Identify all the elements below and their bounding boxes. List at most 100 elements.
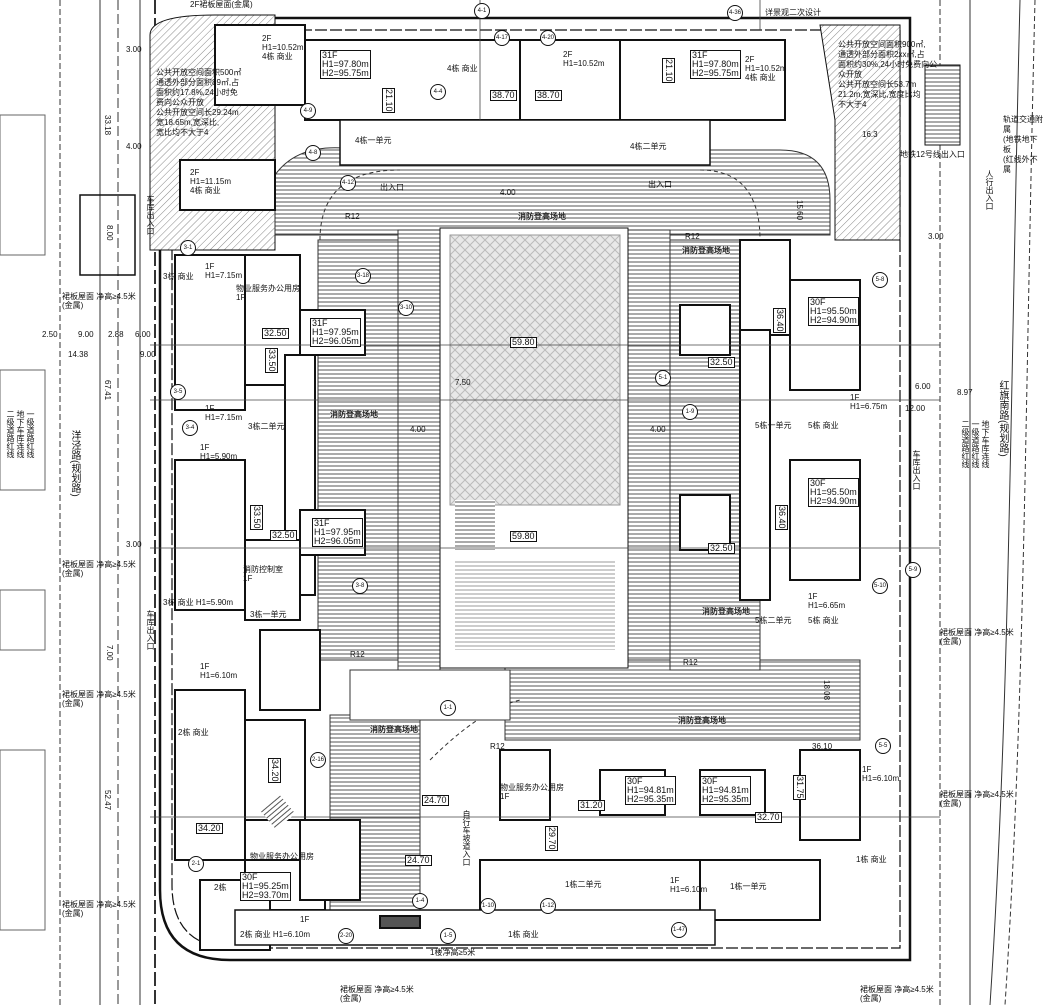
b1-property-office: 物业服务办公用房 1F <box>500 783 564 801</box>
dim-33-18: 33.18 <box>103 115 112 136</box>
axis-bubble: 3-10 <box>398 300 414 316</box>
b2-height-a: 34.20 <box>268 758 281 783</box>
b5-height-s2: 32.50 <box>708 543 735 554</box>
dim-14-38: 14.38 <box>68 350 89 359</box>
b4-unit1-tower: 31F H1=97.80m H2=95.75m <box>320 50 371 79</box>
west-open-space-note: 公共开放空间面积500㎡ 通透外部分面积89㎡,占 面积约17.8%,24小时免… <box>156 68 242 137</box>
landscape-note: 详景观二次设计 <box>765 8 821 17</box>
west-garage-entrance: 车库出入口 <box>146 195 155 235</box>
dim-east-6-00: 6.00 <box>915 382 931 391</box>
east-garage-entrance: 车库出入口 <box>912 450 921 490</box>
canopy-note: 裙板屋面 净高≥4.5米 (金属) <box>62 900 136 918</box>
b4-west-commercial: 2F H1=10.52m 4栋 商业 <box>262 34 304 61</box>
dim-3-00: 3.00 <box>126 45 142 54</box>
east-road-lines-note: 地下车库连线 一级道路红线 二级道路红线 <box>961 420 990 468</box>
canopy-note: 裙板屋面 净高≥4.5米 (金属) <box>62 560 136 578</box>
b1-tower-east: 30F H1=94.81m H2=95.35m <box>700 776 751 805</box>
b1-commercial-east: 1栋 商业 <box>856 855 887 864</box>
court-note: 7.50 <box>455 378 471 387</box>
axis-bubble: 4-8 <box>305 145 321 161</box>
b3-fire-control-room: 消防控制室 1F <box>243 565 283 583</box>
axis-bubble: 2-20 <box>338 928 354 944</box>
fire-lane-label: 消防登高场地 <box>702 607 750 616</box>
dim-3-00-east: 3.00 <box>928 232 944 241</box>
axis-bubble: 1-1 <box>440 700 456 716</box>
axis-bubble: 3-18 <box>355 268 371 284</box>
fire-lane-label: 消防登高场地 <box>518 212 566 221</box>
b3-height-1: 32.50 <box>262 328 289 339</box>
b4-unit2-label: 4栋二单元 <box>630 142 667 151</box>
fire-lane-width: 4.00 <box>500 188 516 197</box>
b3-unit2: 3栋二单元 <box>248 422 285 431</box>
axis-bubble: 4-4 <box>430 84 446 100</box>
axis-bubble: 5-1 <box>655 370 671 386</box>
metro-note: 轨道交通附属 (地铁地下板 (红线外不属 <box>1003 115 1043 174</box>
b4-east-commercial: 2F H1=10.52m 4栋 商业 <box>745 55 787 82</box>
axis-bubble: 1-4 <box>412 893 428 909</box>
dim-east-8-97: 8.97 <box>957 388 973 397</box>
dim-9-00: 9.00 <box>140 350 156 359</box>
b3-tower-north: 31F H1=97.95m H2=96.05m <box>310 318 361 347</box>
axis-bubble: 5-8 <box>872 272 888 288</box>
dim-52-47: 52.47 <box>103 790 112 811</box>
b1-unit1: 1栋一单元 <box>730 882 767 891</box>
b2-north-1f: 1F H1=6.10m <box>200 662 238 680</box>
b4-mid-2f: 2F H1=10.52m <box>563 50 605 68</box>
canopy-note: 裙板屋面 净高≥4.5米 (金属) <box>62 690 136 708</box>
b3-height-3: 33.50 <box>250 505 263 530</box>
axis-bubble: 1-5 <box>440 928 456 944</box>
b3-unit1: 3栋一单元 <box>250 610 287 619</box>
canopy-note: 裙板屋面 净高≥4.5米 (金属) <box>340 985 414 1003</box>
b5-height-s: 36.40 <box>775 505 788 530</box>
b1-height-c: 31.20 <box>578 800 605 811</box>
b1-east-1f: 1F H1=6.10m <box>862 765 900 783</box>
fire-lane-label: 消防登高场地 <box>682 246 730 255</box>
west-road-name: 洋泾路(规划路) <box>69 430 80 497</box>
stair-icons <box>260 75 955 830</box>
b3-height-2: 33.50 <box>265 348 278 373</box>
b4-height-b: 38.70 <box>535 90 562 101</box>
dim-4-00: 4.00 <box>126 142 142 151</box>
axis-bubble: 2-1 <box>188 856 204 872</box>
axis-bubble: 4-20 <box>540 30 556 46</box>
east-road-name: 红旗南路(规划路) <box>997 380 1008 457</box>
b4-unit1-label: 4栋一单元 <box>355 136 392 145</box>
b5-height-n2: 32.50 <box>708 357 735 368</box>
b1-height-b: 24.70 <box>405 855 432 866</box>
canopy-note: 裙板屋面 净高≥4.5米 (金属) <box>62 292 136 310</box>
dim-67-41: 67.41 <box>103 380 112 401</box>
east-pedestrian-entrance: 人行出入口 <box>985 170 994 210</box>
court-height-north: 59.80 <box>510 337 537 348</box>
axis-bubble: 2-16 <box>310 752 326 768</box>
canopy-note: 裙板屋面 净高≥4.5米 (金属) <box>860 985 934 1003</box>
b1-1f: 1F H1=6.10m <box>670 876 708 894</box>
canopy-note: 裙板屋面 净高≥4.5米 (金属) <box>940 628 1014 646</box>
axis-bubble: 1-12 <box>540 898 556 914</box>
dim-2-50: 2.50 <box>42 330 58 339</box>
buildings <box>174 24 861 951</box>
axis-bubble: 5-10 <box>872 578 888 594</box>
east-dim: 16.3 <box>862 130 878 139</box>
fire-lane-label: 消防登高场地 <box>370 725 418 734</box>
b5-tower-south: 30F H1=95.50m H2=94.90m <box>808 478 859 507</box>
b5-tower-north: 30F H1=95.50m H2=94.90m <box>808 297 859 326</box>
b1-height-a: 24.70 <box>422 795 449 806</box>
b1-unit2: 1栋二单元 <box>565 880 602 889</box>
axis-bubble: 5-9 <box>905 562 921 578</box>
b3-property-office: 物业服务办公用房 1F <box>236 284 300 302</box>
b5-south-1f: 1F H1=6.65m <box>808 592 846 610</box>
b2-height-b: 34.20 <box>196 823 223 834</box>
b5-height-n: 36.40 <box>773 308 786 333</box>
axis-bubble: 1-47 <box>671 922 687 938</box>
b5-unit2: 5栋二单元 <box>755 616 792 625</box>
dim-3-00: 3.00 <box>126 540 142 549</box>
b4-stair-height-b: 21.10 <box>662 58 675 83</box>
axis-bubble: 1-10 <box>480 898 496 914</box>
dim-6-00: 6.00 <box>135 330 151 339</box>
b4-unit2-tower: 31F H1=97.80m H2=95.75m <box>690 50 741 79</box>
axis-bubble: 4-36 <box>727 5 743 21</box>
fire-lane-radius: R12 <box>350 650 365 659</box>
dim-18-08: 18.08 <box>822 680 831 701</box>
